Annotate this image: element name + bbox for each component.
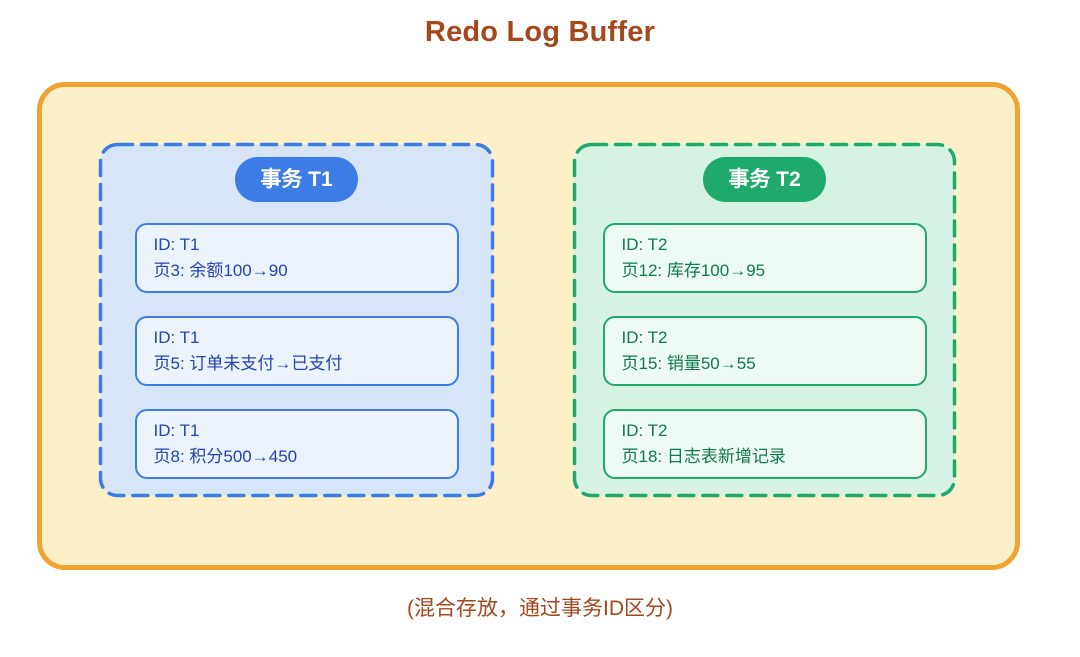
- diagram-caption: (混合存放，通过事务ID区分): [407, 597, 673, 620]
- diagram-title: Redo Log Buffer: [424, 16, 656, 48]
- log-entry-id: ID: T2: [621, 328, 668, 347]
- t1-panel-content: 事务 T1 ID: T1 页3: 余额100→90 ID: T1 页5: 订单未…: [98, 142, 495, 479]
- log-entry-detail: 页3: 余额100→90: [153, 261, 288, 280]
- log-entry-id: ID: T1: [153, 328, 200, 347]
- t2-panel-content: 事务 T2 ID: T2 页12: 库存100→95 ID: T2 页15: 销…: [572, 142, 957, 479]
- log-entry-detail: 页12: 库存100→95: [621, 261, 766, 280]
- transaction-t1-panel: 事务 T1 ID: T1 页3: 余额100→90 ID: T1 页5: 订单未…: [98, 142, 495, 498]
- t1-badge: 事务 T1: [235, 157, 358, 202]
- t2-log-entry-list: ID: T2 页12: 库存100→95 ID: T2 页15: 销量50→55…: [602, 223, 927, 479]
- t2-badge: 事务 T2: [703, 157, 826, 202]
- log-entry-detail: 页8: 积分500→450: [153, 447, 298, 466]
- t1-log-entry-list: ID: T1 页3: 余额100→90 ID: T1 页5: 订单未支付→已支付…: [134, 223, 459, 479]
- log-entry-id: ID: T2: [621, 421, 668, 440]
- redo-log-buffer-box: 事务 T1 ID: T1 页3: 余额100→90 ID: T1 页5: 订单未…: [37, 82, 1020, 570]
- transaction-t2-panel: 事务 T2 ID: T2 页12: 库存100→95 ID: T2 页15: 销…: [572, 142, 957, 498]
- log-entry: ID: T2 页18: 日志表新增记录: [602, 409, 927, 479]
- log-entry-detail: 页15: 销量50→55: [621, 354, 756, 373]
- log-entry: ID: T1 页5: 订单未支付→已支付: [134, 316, 459, 386]
- log-entry-id: ID: T1: [153, 421, 200, 440]
- log-entry-detail: 页18: 日志表新增记录: [621, 447, 786, 466]
- log-entry-detail: 页5: 订单未支付→已支付: [153, 354, 343, 373]
- log-entry-id: ID: T2: [621, 235, 668, 254]
- log-entry-id: ID: T1: [153, 235, 200, 254]
- log-entry: ID: T1 页3: 余额100→90: [134, 223, 459, 293]
- log-entry: ID: T2 页15: 销量50→55: [602, 316, 927, 386]
- log-entry: ID: T1 页8: 积分500→450: [134, 409, 459, 479]
- log-entry: ID: T2 页12: 库存100→95: [602, 223, 927, 293]
